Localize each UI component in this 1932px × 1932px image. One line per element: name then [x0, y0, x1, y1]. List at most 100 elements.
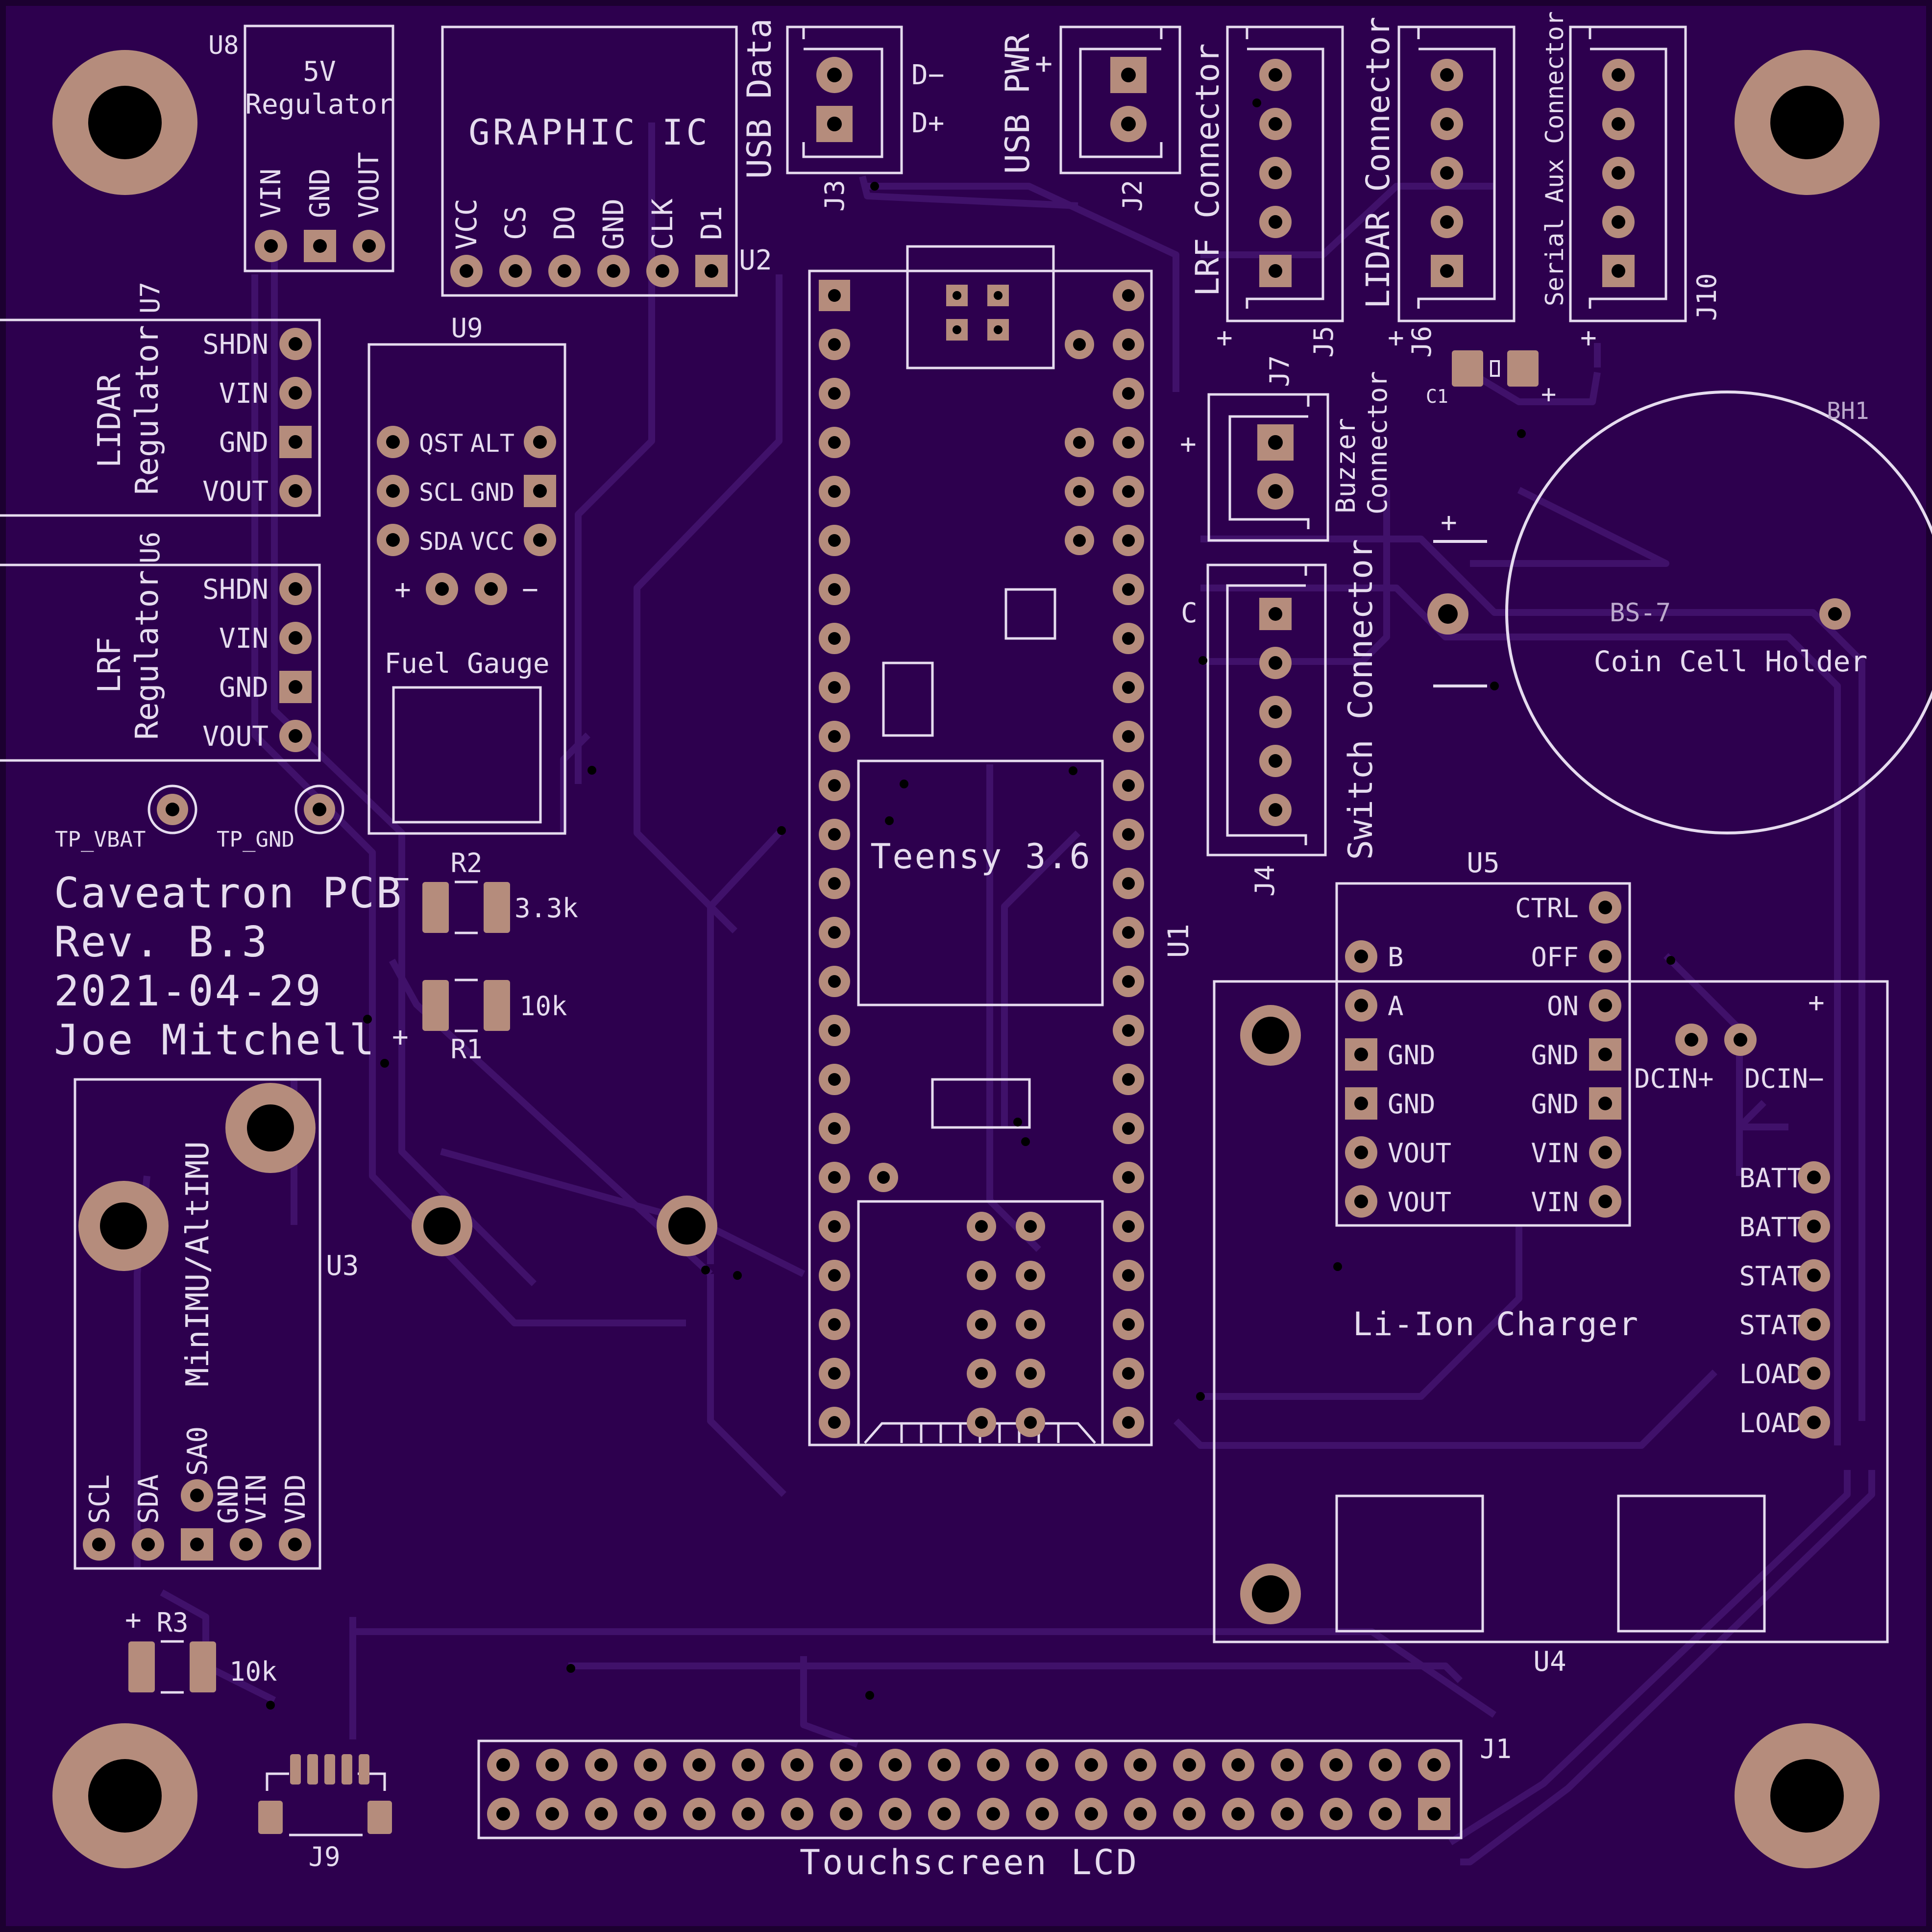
u3-pad-vin-drill — [239, 1538, 253, 1551]
u3-minimu-altimu: U3 MinIMU/AltIMU SCL SDA SA0 GND VIN VDD — [73, 1078, 359, 1570]
vias — [266, 98, 1675, 1710]
j1-pin-bottom-3-drill — [594, 1807, 608, 1821]
u7-pin-label-gnd: GND — [219, 427, 269, 459]
u2-pad-d1-drill — [705, 264, 718, 278]
u5-right-label-off: OFF — [1531, 942, 1579, 973]
j1-pin-bottom-4-drill — [643, 1807, 657, 1821]
u3-name: MinIMU/AltIMU — [180, 1141, 216, 1387]
j1-pin-bottom-1-drill — [496, 1807, 510, 1821]
j1-pin-bottom-5-drill — [692, 1807, 706, 1821]
u9-fuel-gauge: U9 Fuel Gauge QST SCL SDA ALT GND VCC + … — [367, 313, 566, 835]
board-date: 2021-04-29 — [54, 967, 322, 1016]
u4-pad-dcin-minus-drill — [1734, 1033, 1747, 1047]
u1-pin-right-17-drill — [1122, 1073, 1135, 1086]
u1-inner-pin-3-drill — [1073, 485, 1086, 498]
u3-pin-label-sa0: SA0 — [182, 1426, 214, 1476]
u3-mount-hole-2-drill — [100, 1202, 147, 1249]
j6-ref: J6 — [1406, 326, 1437, 358]
bh1-name: Coin Cell Holder — [1594, 645, 1868, 678]
u9-outline — [367, 343, 566, 835]
u5-pad-gnd-l2-drill — [1354, 1097, 1368, 1110]
u7-pad-vin-drill — [289, 386, 302, 400]
u8-pad-vout-drill — [362, 239, 376, 253]
r3-value: 10k — [229, 1656, 277, 1687]
u4-mount-hole-1-drill — [1252, 1017, 1289, 1054]
j1-pin-top-9-drill — [888, 1758, 902, 1772]
u1-pin-right-21-drill — [1122, 1269, 1135, 1282]
j1-pin-top-18-drill — [1329, 1758, 1343, 1772]
bh1-outline — [1505, 391, 1932, 834]
j3-pin-label-dminus: D− — [911, 59, 944, 91]
mount-hole-mid-2-drill — [668, 1207, 706, 1245]
u6-pin-label-gnd: GND — [219, 672, 269, 704]
u6-pad-shdn-drill — [289, 582, 302, 596]
via — [701, 1266, 710, 1274]
j1-pin-bottom-6-drill — [741, 1807, 755, 1821]
u7-name-line2: Regulator — [129, 325, 166, 495]
u1-component-1 — [1004, 588, 1056, 640]
u4-li-ion-charger: Li-Ion Charger U4 + DCIN+ DCIN− BATT− BA… — [1213, 980, 1889, 1678]
u1-usb-host-pad-3-drill — [953, 325, 961, 334]
u7-pad-gnd-drill — [289, 435, 302, 449]
u1-pin-left-20-drill — [828, 1220, 841, 1233]
j1-pin-top-16-drill — [1231, 1758, 1245, 1772]
bh1-coin-cell-holder: + BH1 BS-7 Coin Cell Holder — [1427, 391, 1932, 834]
j7-name-line1: Buzzer — [1330, 418, 1361, 514]
c1-plus: + — [1541, 380, 1556, 409]
u1-pin-left-8-drill — [828, 632, 841, 645]
j2-name: USB PWR — [999, 33, 1037, 174]
u9-pin-label-vcc: VCC — [470, 527, 514, 556]
u2-pad-cs-drill — [509, 264, 522, 278]
j4-c: C — [1181, 597, 1198, 629]
j6-pad-5-drill — [1440, 264, 1454, 278]
j2-usb-pwr: USB PWR + J2 — [999, 25, 1181, 212]
j5-plus: + — [1216, 322, 1233, 354]
u1-sd-pin-left-1-drill — [975, 1220, 988, 1233]
u3-pad-vdd-drill — [288, 1538, 302, 1551]
j4-switch-connector: Switch Connector C J4 — [1181, 539, 1380, 897]
mounting-hole-bottom-right-drill — [1770, 1759, 1844, 1833]
j1-pin-bottom-17-drill — [1280, 1807, 1294, 1821]
u1-pin-right-13-drill — [1122, 877, 1135, 890]
u8-pad-vin-drill — [264, 239, 278, 253]
via — [1021, 1137, 1030, 1146]
j7-pad-minus-drill — [1268, 484, 1283, 499]
u6-lrf-regulator: U6 LRF Regulator SHDN VIN GND VOUT — [0, 532, 321, 762]
u1-pin-left-18-drill — [828, 1122, 841, 1135]
u3-pad-sda-drill — [141, 1538, 155, 1551]
u1-pin-left-9-drill — [828, 681, 841, 694]
tp-gnd-drill — [313, 803, 326, 816]
j9-contact-4 — [342, 1754, 352, 1785]
j9-contact-2 — [307, 1754, 318, 1785]
u2-ref: U2 — [739, 245, 772, 276]
u1-teensy-3-6: Teensy 3.6 U1 — [808, 245, 1195, 1446]
u9-minus: − — [522, 574, 538, 606]
via — [1198, 656, 1207, 665]
u1-inner-pin-1-drill — [1073, 338, 1086, 351]
j5-pad-4-drill — [1269, 215, 1282, 229]
r1-value: 10k — [519, 991, 567, 1022]
r1-resistor: R1 10k + — [392, 978, 567, 1065]
u5-left-label-vout-1: VOUT — [1388, 1138, 1451, 1169]
u9-pin-label-sda: SDA — [419, 527, 463, 556]
u1-pin-right-23-drill — [1122, 1367, 1135, 1380]
u5-right-label-on: ON — [1547, 991, 1579, 1022]
u8-pin-label-vout: VOUT — [353, 152, 385, 218]
u1-sd-pin-left-3-drill — [975, 1318, 988, 1331]
u1-pin-right-3-drill — [1122, 387, 1135, 400]
u2-graphic-ic: GRAPHIC IC U2 VCC CS DO GND CLK D1 — [441, 25, 772, 297]
j1-pin-bottom-16-drill — [1231, 1807, 1245, 1821]
u5-pad-vin-2-drill — [1598, 1195, 1612, 1208]
board-info: Caveatron PCB Rev. B.3 2021-04-29 Joe Mi… — [54, 869, 401, 1065]
j7-name-line2: Connector — [1362, 371, 1393, 514]
j7-outline — [1207, 393, 1329, 542]
u7-outline — [0, 318, 321, 517]
u9-plus: + — [394, 574, 411, 606]
u4-name: Li-Ion Charger — [1353, 1305, 1639, 1343]
u8-name-line2: Regulator — [245, 89, 393, 121]
u5-left-label-gnd-2: GND — [1388, 1089, 1436, 1120]
u8-pin-label-gnd: GND — [304, 169, 336, 218]
u5-left-label-gnd-1: GND — [1388, 1040, 1436, 1071]
u4-pad-stat1-drill — [1807, 1269, 1821, 1282]
